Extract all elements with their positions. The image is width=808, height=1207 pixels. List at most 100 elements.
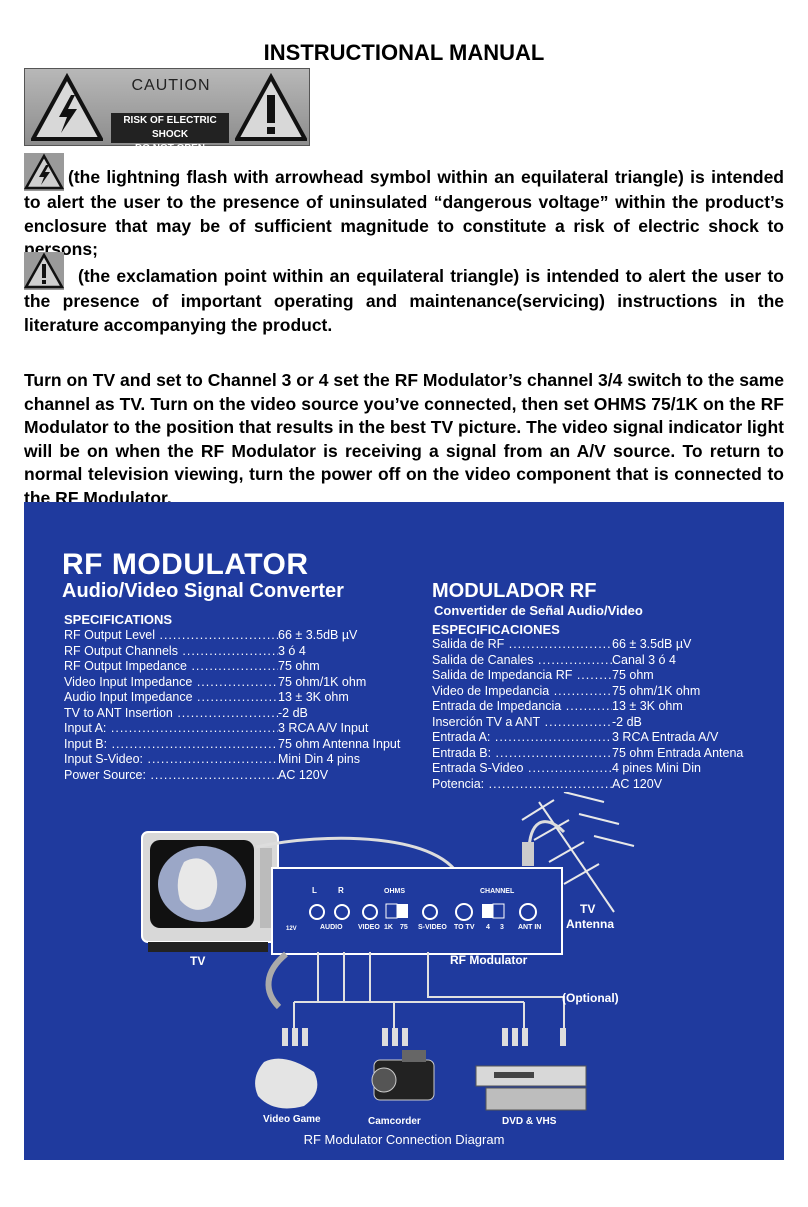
spec-value: 13 ± 3K ohm bbox=[278, 690, 349, 704]
spec-es-row: Salida de CanalesCanal 3 ó 4 bbox=[432, 653, 743, 669]
port-l-label: L bbox=[312, 886, 317, 895]
svideo-label: S-VIDEO bbox=[418, 924, 447, 931]
spec-value: 75 ohm Antenna Input bbox=[278, 736, 401, 751]
spec-label: RF Output Level bbox=[64, 628, 278, 644]
spec-es-label: Entrada de Impedancia bbox=[432, 699, 612, 715]
spec-es-value: -2 dB bbox=[612, 714, 642, 729]
spec-es-value: Canal 3 ó 4 bbox=[612, 652, 676, 667]
spec-es-row: Salida de Impedancia RF75 ohm bbox=[432, 668, 743, 684]
spec-es-value: 3 RCA Entrada A/V bbox=[612, 730, 719, 744]
video-port-label: VIDEO bbox=[358, 924, 380, 931]
lightning-warning-icon bbox=[24, 153, 64, 191]
rf-modulator-box bbox=[271, 867, 563, 955]
exclamation-warning-icon bbox=[24, 252, 64, 290]
spec-row: Video Input Impedance75 ohm/1K ohm bbox=[64, 675, 400, 691]
exclamation-symbol-paragraph: (the exclamation point within an equilat… bbox=[24, 252, 784, 337]
dvd-vhs-label: DVD & VHS bbox=[502, 1116, 557, 1127]
spec-label: RF Output Impedance bbox=[64, 659, 278, 675]
diagram-caption: RF Modulator Connection Diagram bbox=[303, 1132, 505, 1147]
ch-4-label: 4 bbox=[486, 924, 490, 931]
spec-es-value: 4 pines Mini Din bbox=[612, 761, 701, 775]
spec-label: RF Output Channels bbox=[64, 644, 278, 660]
antenna-label-1: TV bbox=[580, 902, 596, 916]
spec-row: Input S-Video:Mini Din 4 pins bbox=[64, 752, 400, 768]
rf-modulator-diagram: RF MODULATOR Audio/Video Signal Converte… bbox=[24, 502, 784, 1160]
diagram-title: RF MODULATOR bbox=[62, 548, 309, 581]
video-game-label: Video Game bbox=[263, 1114, 321, 1125]
lightning-symbol-paragraph: (the lightning flash with arrowhead symb… bbox=[24, 153, 784, 262]
spec-es-row: Inserción TV a ANT-2 dB bbox=[432, 715, 743, 731]
spec-es-label: Inserción TV a ANT bbox=[432, 715, 612, 731]
ant-in-label: ANT IN bbox=[518, 924, 542, 931]
tv-illustration bbox=[141, 831, 279, 952]
tv-label: TV bbox=[190, 954, 206, 968]
spec-row: RF Output Impedance75 ohm bbox=[64, 659, 400, 675]
diagram-subtitle-es: Convertider de Señal Audio/Video bbox=[434, 603, 643, 618]
spec-es-row: Salida de RF66 ± 3.5dB µV bbox=[432, 637, 743, 653]
spec-row: RF Output Level66 ± 3.5dB µV bbox=[64, 628, 400, 644]
ch-3-label: 3 bbox=[500, 924, 504, 931]
diagram-subtitle: Audio/Video Signal Converter bbox=[62, 580, 344, 602]
audio-label: AUDIO bbox=[320, 924, 343, 931]
spec-es-value: 66 ± 3.5dB µV bbox=[612, 637, 692, 651]
camcorder-illustration bbox=[371, 1050, 435, 1101]
caution-subtext: RISK OF ELECTRIC SHOCK DO NOT OPEN bbox=[111, 113, 229, 154]
specs-heading-es: ESPECIFICACIONES bbox=[432, 622, 560, 637]
spec-es-label: Salida de Impedancia RF bbox=[432, 668, 612, 684]
spec-es-row: Entrada de Impedancia13 ± 3K ohm bbox=[432, 699, 743, 715]
video-game-illustration bbox=[255, 1058, 318, 1109]
spec-label: Input A: bbox=[64, 721, 278, 737]
spec-label: TV to ANT Insertion bbox=[64, 706, 278, 722]
spec-value: 75 ohm bbox=[278, 659, 320, 673]
lightning-warning-icon bbox=[31, 73, 103, 141]
spec-es-label: Video de Impedancia bbox=[432, 684, 612, 700]
spec-es-label: Potencia: bbox=[432, 777, 612, 793]
instructions-paragraph: Turn on TV and set to Channel 3 or 4 set… bbox=[24, 370, 784, 508]
diagram-title-es: MODULADOR RF bbox=[432, 580, 597, 602]
caution-word: CAUTION bbox=[131, 77, 211, 94]
spec-es-value: 13 ± 3K ohm bbox=[612, 699, 683, 713]
spec-value: Mini Din 4 pins bbox=[278, 752, 360, 766]
optional-label: (Optional) bbox=[562, 991, 619, 1005]
ohm-75-label: 75 bbox=[400, 924, 408, 931]
exclamation-warning-icon bbox=[235, 73, 307, 141]
antenna-label-2: Antenna bbox=[566, 917, 614, 931]
spec-es-row: Video de Impedancia75 ohm/1K ohm bbox=[432, 684, 743, 700]
spec-es-label: Salida de Canales bbox=[432, 653, 612, 669]
to-tv-label: TO TV bbox=[454, 924, 475, 931]
spec-es-value: AC 120V bbox=[612, 776, 663, 791]
spec-label: Input S-Video: bbox=[64, 752, 278, 768]
spec-es-value: 75 ohm Entrada Antena bbox=[612, 745, 744, 760]
spec-value: AC 120V bbox=[278, 767, 329, 782]
spec-es-row: Entrada B:75 ohm Entrada Antena bbox=[432, 746, 743, 762]
spec-es-row: Entrada A:3 RCA Entrada A/V bbox=[432, 730, 743, 746]
spec-value: 75 ohm/1K ohm bbox=[278, 674, 367, 689]
spec-label: Power Source: bbox=[64, 768, 278, 784]
channel-label: CHANNEL bbox=[480, 888, 515, 895]
spec-row: Power Source:AC 120V bbox=[64, 768, 400, 784]
spec-label: Input B: bbox=[64, 737, 278, 753]
spec-row: Input B:75 ohm Antenna Input bbox=[64, 737, 400, 753]
spec-es-label: Salida de RF bbox=[432, 637, 612, 653]
volt-label: 12V bbox=[286, 926, 297, 932]
spec-value: 3 ó 4 bbox=[278, 643, 306, 658]
rf-modulator-label: RF Modulator bbox=[450, 953, 528, 967]
spec-label: Audio Input Impedance bbox=[64, 690, 278, 706]
spec-value: 3 RCA A/V Input bbox=[278, 721, 369, 735]
spec-es-value: 75 ohm/1K ohm bbox=[612, 683, 701, 698]
page-title: INSTRUCTIONAL MANUAL bbox=[263, 40, 545, 65]
spec-row: Audio Input Impedance13 ± 3K ohm bbox=[64, 690, 400, 706]
ohms-label: OHMS bbox=[384, 888, 405, 895]
spec-label: Video Input Impedance bbox=[64, 675, 278, 691]
spec-es-row: Potencia:AC 120V bbox=[432, 777, 743, 793]
spec-value: 66 ± 3.5dB µV bbox=[278, 628, 358, 642]
spec-es-label: Entrada B: bbox=[432, 746, 612, 762]
connection-illustration bbox=[141, 792, 635, 1111]
port-r-label: R bbox=[338, 886, 344, 895]
ohm-1k-label: 1K bbox=[384, 924, 393, 931]
dvd-vhs-illustration bbox=[475, 1065, 587, 1111]
spec-es-row: Entrada S-Video4 pines Mini Din bbox=[432, 761, 743, 777]
spec-es-label: Entrada A: bbox=[432, 730, 612, 746]
